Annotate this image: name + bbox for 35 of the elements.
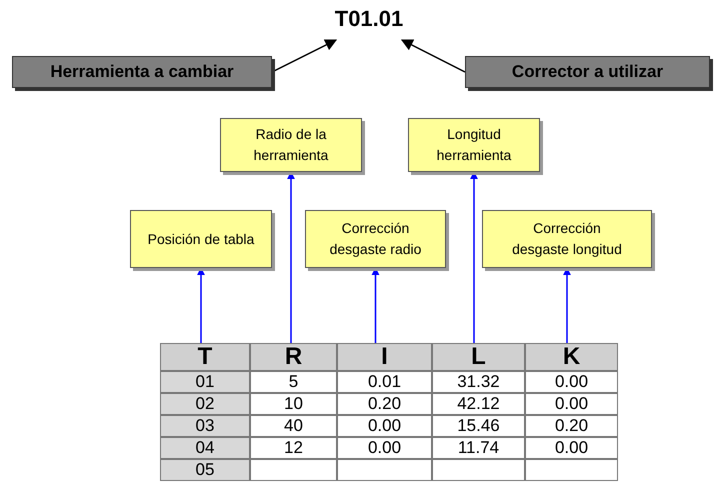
label-box: Herramienta a cambiar (12, 56, 272, 88)
table-cell: 0.01 (337, 371, 432, 393)
callout-box: Corrección desgaste radio (305, 210, 446, 268)
column-header: R (250, 343, 337, 371)
table-cell: 03 (160, 415, 250, 437)
table-cell: 0.00 (337, 415, 432, 437)
table-cell: 5 (250, 371, 337, 393)
callout-box: Posición de tabla (130, 210, 272, 268)
column-header: L (432, 343, 525, 371)
table-cell: 05 (160, 459, 250, 481)
table-cell: 0.00 (337, 437, 432, 459)
column-header: K (525, 343, 618, 371)
table-cell: 0.20 (337, 393, 432, 415)
table-cell: 15.46 (432, 415, 525, 437)
table-cell: 11.74 (432, 437, 525, 459)
table-cell: 04 (160, 437, 250, 459)
title-code: T01.01 (318, 2, 420, 36)
table-cell: 0.00 (525, 437, 618, 459)
label-box: Corrector a utilizar (465, 56, 710, 88)
callout-box: Longitud herramienta (408, 118, 540, 172)
table-cell: 31.32 (432, 371, 525, 393)
table-cell: 40 (250, 415, 337, 437)
callout-box: Radio de la herramienta (220, 118, 362, 172)
table-cell: 0.00 (525, 393, 618, 415)
column-header: I (337, 343, 432, 371)
table-cell: 0.20 (525, 415, 618, 437)
arrow (400, 39, 466, 73)
table-cell: 01 (160, 371, 250, 393)
callout-box: Corrección desgaste longitud (482, 210, 652, 268)
table-cell: 10 (250, 393, 337, 415)
column-header: T (160, 343, 250, 371)
table-cell: 0.00 (525, 371, 618, 393)
table-cell: 42.12 (432, 393, 525, 415)
table-cell: 12 (250, 437, 337, 459)
table-cell: 02 (160, 393, 250, 415)
